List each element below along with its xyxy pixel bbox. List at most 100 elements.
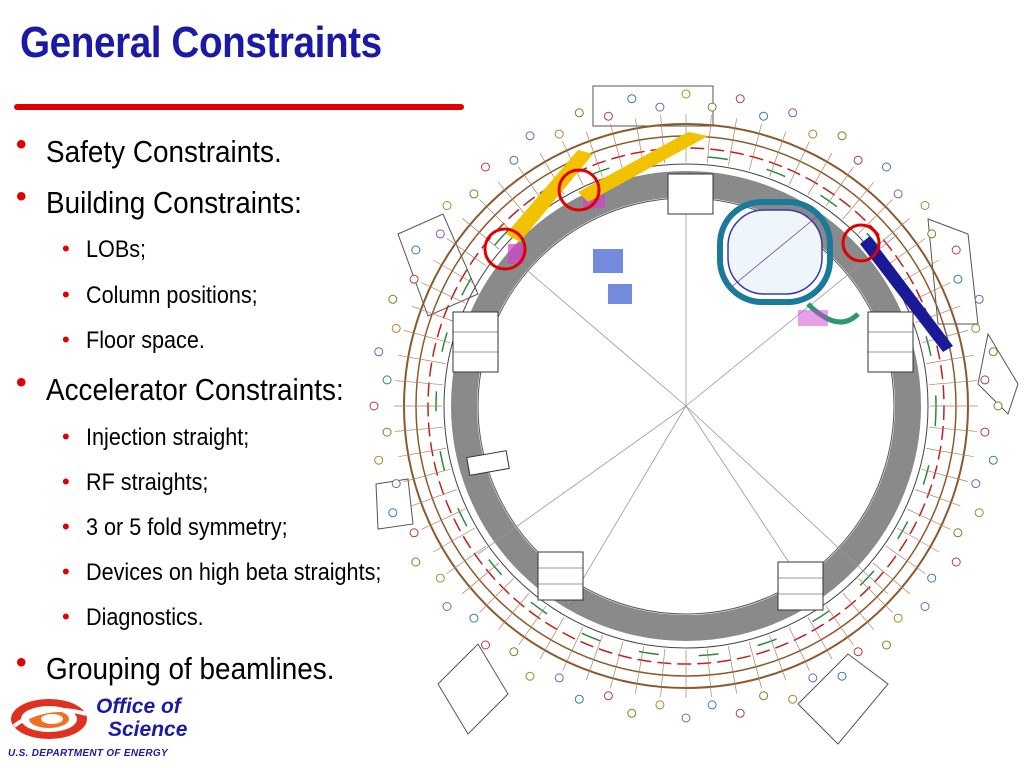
radial-tick [706, 649, 712, 697]
radial-tick [788, 141, 810, 186]
bullet-accelerator: Accelerator Constraints: [46, 372, 344, 407]
blue-beamline [860, 236, 953, 352]
radial-tick [769, 635, 787, 681]
bullet-safety: Safety Constraints. [46, 134, 282, 169]
office-of-science-logo: Office of Science U.S. DEPARTMENT OF ENE… [6, 692, 216, 762]
beamline-marker [927, 229, 937, 239]
sub-bullet-floor: Floor space. [86, 327, 205, 354]
beamline-marker [409, 274, 419, 284]
radial-tick [539, 617, 565, 660]
beamline-marker [469, 613, 479, 623]
beamline-marker [435, 229, 445, 239]
sub-bullet-injection: Injection straight; [86, 424, 250, 451]
doe-swirl-icon [11, 699, 87, 739]
radial-tick [411, 489, 457, 507]
beamline-marker [951, 557, 961, 567]
sub-bullet-marker: • [62, 469, 70, 494]
beamline-marker [374, 347, 384, 357]
beamline-marker [411, 245, 421, 255]
radial-tick [432, 259, 475, 285]
beamline-marker [655, 102, 665, 112]
radial-tick [585, 635, 603, 681]
radial-tick [562, 626, 584, 671]
beamline-marker [481, 640, 490, 650]
radial-tick [446, 238, 487, 267]
beamline-marker [574, 694, 584, 704]
radial-tick [728, 646, 738, 694]
beamline-marker [920, 201, 930, 210]
beamline-marker [920, 602, 930, 611]
beamline-marker [681, 713, 691, 723]
beamline-marker [509, 647, 519, 657]
beamline-marker [893, 613, 903, 623]
beamline-marker [627, 94, 637, 104]
highlight-circle-3 [841, 223, 881, 263]
yellow-beamline-2 [578, 132, 708, 202]
beamline-marker [627, 708, 637, 718]
beamline-marker [481, 162, 490, 172]
radial-tick [403, 330, 451, 344]
beamline-marker [525, 671, 535, 681]
radial-tick [403, 468, 451, 482]
radial-tick [518, 605, 547, 646]
sub-bullet-marker: • [62, 327, 70, 352]
sub-bullet-columns: Column positions; [86, 282, 258, 309]
sub-bullet-lobs: LOBs; [86, 236, 147, 263]
radial-tick [398, 354, 446, 364]
radial-tick [411, 305, 457, 323]
beamline-marker [882, 162, 891, 172]
highlight-circle-2 [557, 168, 601, 212]
sub-bullet-marker: • [62, 514, 70, 539]
radial-tick [885, 545, 926, 574]
sub-bullet-marker: • [62, 282, 70, 307]
radial-tick [421, 508, 466, 530]
beamline-marker [974, 508, 984, 518]
beamline-marker-ring [369, 89, 1003, 723]
radial-tick [610, 123, 624, 171]
beamline-marker [953, 528, 963, 538]
beamline-marker [735, 708, 745, 718]
title-underline [14, 104, 464, 110]
radial-tick [897, 259, 940, 285]
beamline-marker [509, 155, 519, 165]
radial-tick [885, 238, 926, 267]
sub-bullet-marker: • [62, 236, 70, 261]
radial-tick [398, 448, 446, 458]
radial-tick [842, 182, 874, 220]
beamline-marker [435, 573, 445, 583]
beamline-marker [409, 528, 419, 538]
radial-tick [807, 152, 833, 195]
beamline-marker [391, 479, 401, 489]
beamline-marker [980, 375, 990, 385]
radial-tick [926, 448, 974, 458]
beamline-marker [374, 455, 384, 465]
bullet-grouping: Grouping of beamlines. [46, 651, 335, 686]
beamline-marker [388, 508, 398, 518]
beamline-marker [525, 131, 535, 141]
bullet-marker: • [16, 366, 27, 399]
sub-bullet-symmetry: 3 or 5 fold symmetry; [86, 514, 288, 541]
radial-tick [462, 218, 500, 250]
radial-tick [479, 578, 514, 613]
radial-tick [926, 354, 974, 364]
sub-bullet-devices: Devices on high beta straights; [86, 559, 382, 586]
beamline-marker [971, 323, 981, 333]
beamline-marker [681, 89, 691, 99]
radial-tick [807, 617, 833, 660]
beamline-marker [988, 347, 998, 357]
slide-title: General Constraints [20, 18, 382, 67]
beamline-marker [893, 189, 903, 199]
radial-tick [858, 199, 893, 234]
beamline-marker [853, 155, 863, 165]
radial-tick [706, 115, 712, 163]
beamline-marker [988, 455, 998, 465]
radial-tick [825, 605, 854, 646]
beamline-marker [574, 108, 584, 118]
logo-line1: Office of [96, 695, 181, 718]
beamline-marker [837, 131, 847, 141]
beamline-marker [971, 479, 981, 489]
beamline-marker [707, 700, 717, 710]
beamline-marker [655, 700, 665, 710]
radial-tick [728, 118, 738, 166]
radial-tick [872, 562, 910, 594]
